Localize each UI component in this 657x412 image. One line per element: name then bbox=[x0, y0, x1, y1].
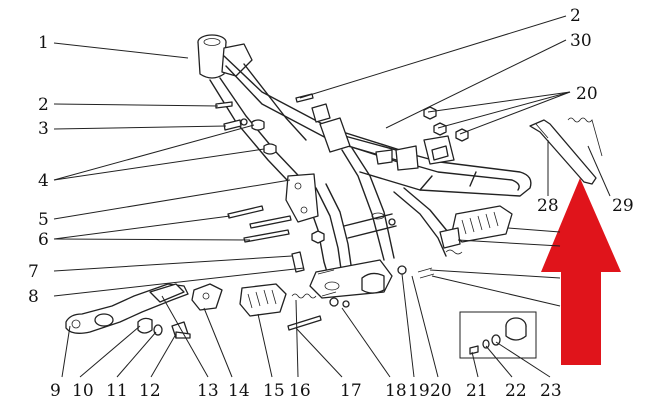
callout-11: 11 bbox=[106, 381, 128, 401]
callout-17: 17 bbox=[340, 381, 362, 401]
callout-9: 9 bbox=[50, 381, 61, 401]
callout-22: 22 bbox=[505, 381, 527, 401]
motorcycle-frame bbox=[197, 34, 532, 299]
callout-30: 30 bbox=[570, 31, 592, 51]
callout-1: 1 bbox=[38, 33, 49, 53]
red-up-arrow bbox=[541, 178, 621, 365]
callout-4: 4 bbox=[38, 171, 49, 191]
callout-10: 10 bbox=[72, 381, 94, 401]
callout-16: 16 bbox=[289, 381, 311, 401]
callout-13: 13 bbox=[197, 381, 219, 401]
callout-2-right: 2 bbox=[570, 6, 581, 26]
inset-detail-box bbox=[459, 311, 537, 359]
callout-labels: 1 2 2 30 3 20 4 5 6 7 8 28 29 9 10 11 12… bbox=[28, 6, 634, 401]
leader-lines bbox=[53, 15, 611, 378]
callout-14: 14 bbox=[228, 381, 250, 401]
callout-19: 19 bbox=[408, 381, 430, 401]
left-footpeg bbox=[239, 283, 287, 317]
callout-18: 18 bbox=[385, 381, 407, 401]
callout-8: 8 bbox=[28, 287, 39, 307]
frame-hardware bbox=[215, 93, 469, 331]
callout-5: 5 bbox=[38, 210, 49, 230]
callout-3: 3 bbox=[38, 119, 49, 139]
callout-20-upper: 20 bbox=[576, 84, 598, 104]
callout-28: 28 bbox=[537, 196, 559, 216]
callout-29: 29 bbox=[612, 196, 634, 216]
right-footpeg bbox=[439, 205, 513, 255]
side-stand bbox=[529, 117, 603, 185]
callout-6: 6 bbox=[38, 230, 49, 250]
callout-12: 12 bbox=[139, 381, 161, 401]
callout-20-lower: 20 bbox=[430, 381, 452, 401]
callout-15: 15 bbox=[263, 381, 285, 401]
callout-23: 23 bbox=[540, 381, 562, 401]
callout-7: 7 bbox=[28, 262, 39, 282]
callout-21: 21 bbox=[466, 381, 488, 401]
callout-2-left: 2 bbox=[38, 95, 49, 115]
